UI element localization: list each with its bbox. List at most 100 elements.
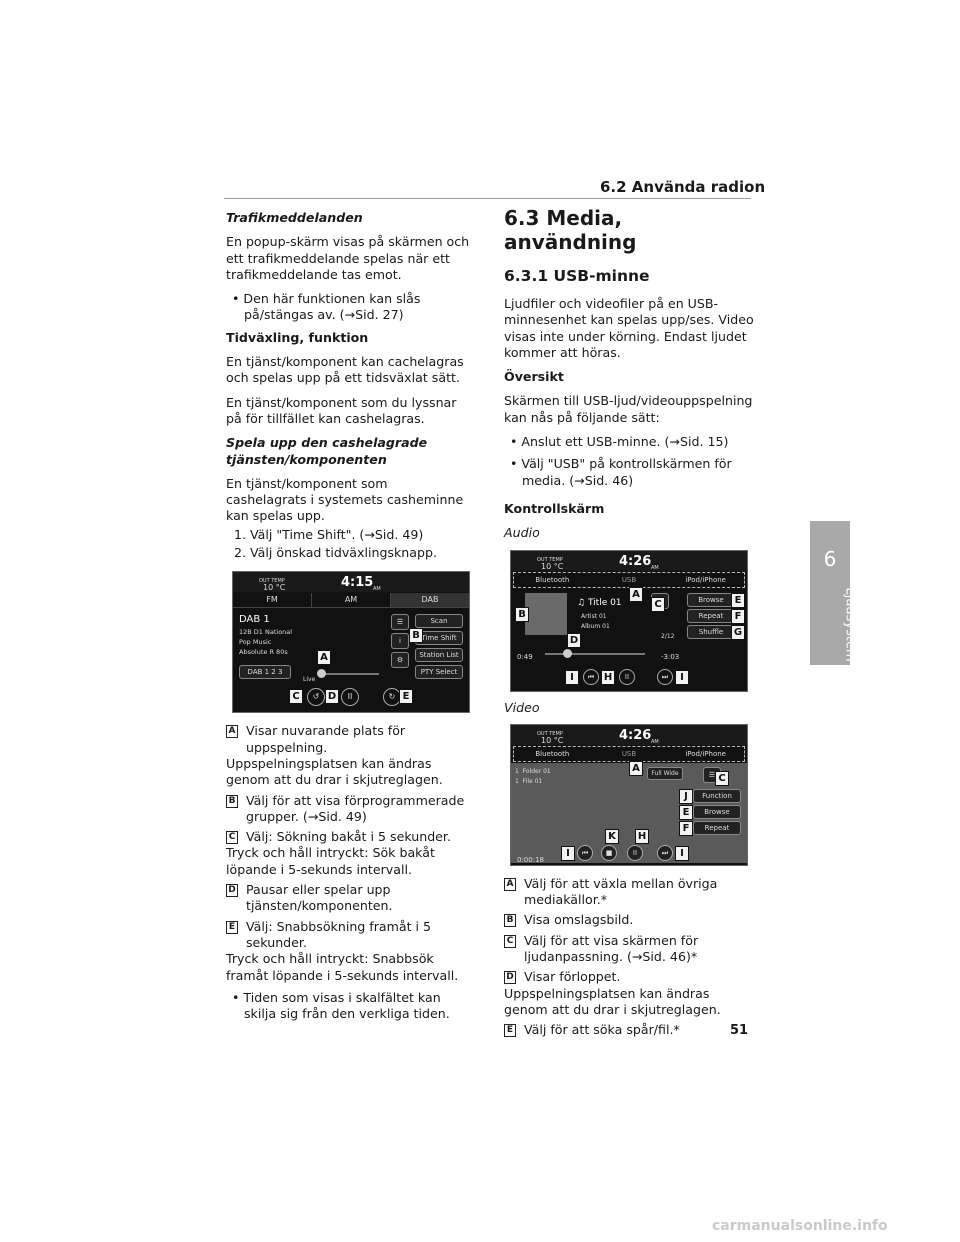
callout-f: F [731,608,745,624]
callout-c: C [289,689,303,705]
remaining-time: -3:03 [661,652,680,661]
tab-fm[interactable]: FM [266,595,278,605]
settings-icon[interactable]: ⚙ [391,652,409,669]
source-bluetooth[interactable]: Bluetooth [535,575,570,584]
tab-am[interactable]: AM [311,593,390,608]
folder-name: Folder 01 [522,767,551,775]
callout-b: B [515,606,529,622]
progress-bar[interactable] [545,652,645,655]
watermark: carmanualsonline.info [712,1218,888,1234]
browse-button[interactable]: Browse [687,592,735,607]
video-screen: OUT TEMP 10 °C 4:26 AM Bluetooth USB iPo… [510,723,748,866]
legend-text: Välj: Sökning bakåt i 5 sekunder. [246,829,451,845]
source-bar: Bluetooth USB iPod/iPhone [513,571,745,588]
rewind-5s-icon[interactable]: ↺ [307,688,325,707]
legend-item: B Välj för att visa förprogrammerade grup… [226,793,471,826]
tab-dab[interactable]: DAB [390,593,469,608]
section-title: 6.3 Media, användning [504,206,637,254]
radio-screen: OUT TEMP 10 °C 4:15 AM FM AM DAB DAB 1 1… [232,571,470,714]
legend-text: Välj för att visa förprogrammerade grupp… [246,792,465,824]
callout-i: I [675,845,689,861]
legend-text: Pausar eller spelar upp tjänsten/kompone… [246,882,393,914]
callout-a: A [629,586,643,602]
temp-value: 10 °C [263,583,286,593]
callout-b: B [409,628,423,644]
next-icon[interactable]: ⏭ [657,844,673,861]
repeat-button[interactable]: Repeat [687,608,735,623]
source-ipod[interactable]: iPod/iPhone [685,575,726,584]
out-temp-label: OUT TEMP [259,578,285,585]
audio-label: Audio [504,525,540,541]
function-button[interactable]: Function [693,788,741,803]
station-list-button[interactable]: Station List [415,648,463,663]
track-title-text: Title 01 [587,597,622,608]
clock-ampm: AM [651,564,659,571]
out-temp-label: OUT TEMP [537,730,563,737]
legend-rest: Tryck och håll intryckt: Snabbsök framåt… [226,951,459,983]
pty-select-button[interactable]: PTY Select [415,665,463,680]
album-name: Album 01 [581,622,610,630]
callout-c: C [651,596,665,612]
timeshift-slider[interactable] [319,673,379,676]
source-bluetooth[interactable]: Bluetooth [535,749,570,758]
overview-text: Skärmen till USB-ljud/videouppspelning k… [504,393,753,425]
legend-rest: Uppspelningsplatsen kan ändras genom att… [504,985,721,1017]
legend-rest: Uppspelningsplatsen kan ändras genom att… [226,755,443,788]
audio-screen: OUT TEMP 10 °C 4:26 AM Bluetooth USB iPo… [510,549,748,692]
progress-knob[interactable] [563,648,572,658]
temp-value: 10 °C [541,561,564,571]
previous-icon[interactable]: ⏮ [577,844,593,861]
repeat-button[interactable]: Repeat [693,820,741,835]
band-tabs: FM AM DAB [233,593,469,609]
header-rule [224,198,751,199]
legend-text: Visar förloppet. [524,969,621,985]
callout-d: D [567,632,581,648]
full-wide-button[interactable]: Full Wide [647,766,683,780]
previous-icon[interactable]: ⏮ [583,668,599,685]
next-icon[interactable]: ⏭ [657,668,673,685]
dab-preset-button[interactable]: DAB 1 2 3 [239,665,291,680]
chapter-tab: 6 Ljudsystem [810,521,858,665]
file-name: File 01 [522,777,543,785]
callout-i: I [675,669,689,685]
callout-g: G [731,624,745,640]
legend-text: Välj för att växla mellan övriga mediakä… [524,875,718,908]
callout-e: E [679,804,693,820]
radio-status-bar: OUT TEMP 10 °C 4:15 AM [233,572,469,593]
eq-icon[interactable]: ☰ [391,614,409,631]
timeshift-slider-knob[interactable] [317,669,326,679]
shuffle-button[interactable]: Shuffle [687,624,735,639]
source-usb[interactable]: USB [621,575,637,584]
legend-badge: B [226,794,238,808]
browse-button[interactable]: Browse [693,804,741,819]
station-name: DAB 1 [239,614,270,626]
stop-icon[interactable]: ■ [601,844,617,861]
artist-name: Artist 01 [581,612,607,620]
legend-badge: B [504,914,516,928]
clock: 4:26 [619,553,652,569]
elapsed-time: 0:49 [517,652,533,661]
scan-button[interactable]: Scan [415,614,463,629]
folder-file-info: 1 Folder 01 1 File 01 [515,767,551,787]
pause-icon[interactable]: II [341,688,359,707]
callout-h: H [635,828,649,844]
callout-e: E [731,592,745,608]
clock-ampm: AM [651,738,659,745]
callout-a: A [317,650,331,666]
source-ipod[interactable]: iPod/iPhone [685,749,726,758]
pause-icon[interactable]: II [627,844,643,861]
traffic-text: En popup-skärm visas på skärmen och ett … [226,234,470,282]
legend-text: Visar nuvarande plats för uppspelning. [246,723,406,755]
pause-icon[interactable]: II [619,668,635,685]
step-1: 1. Välj "Time Shift". (→Sid. 49) [234,526,424,542]
legend-badge: C [226,831,238,845]
info-icon[interactable]: i [391,633,409,650]
source-usb[interactable]: USB [621,749,637,758]
